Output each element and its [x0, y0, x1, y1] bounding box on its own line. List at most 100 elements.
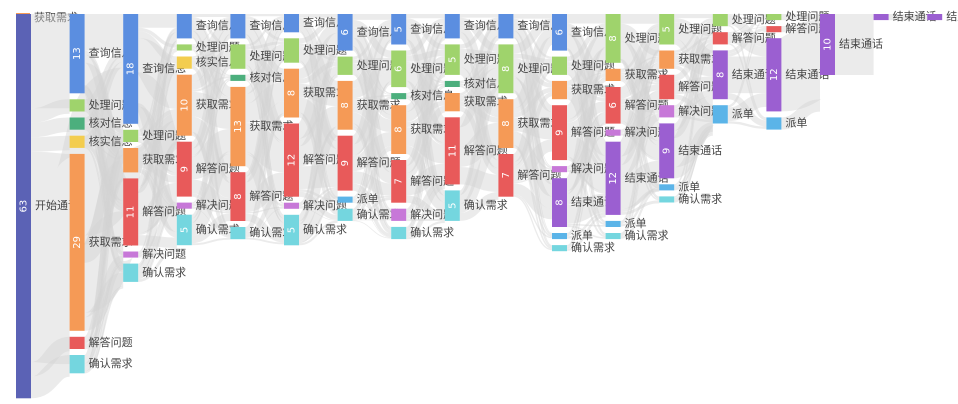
node-label-c14-1: 解答问题: [785, 21, 829, 35]
node-c5-1[interactable]: [284, 38, 299, 63]
node-c6-1[interactable]: [337, 56, 353, 75]
node-c14-0[interactable]: [766, 14, 782, 21]
link-c13-1-to-c14-1: [727, 26, 767, 34]
node-c4-4[interactable]: [230, 172, 246, 221]
node-c10-0[interactable]: [552, 14, 567, 51]
node-c5-4[interactable]: [284, 202, 299, 209]
node-c16-0[interactable]: [873, 14, 889, 21]
node-c1-5[interactable]: [69, 336, 85, 349]
node-c10-6[interactable]: [552, 233, 567, 240]
node-c4-5[interactable]: [230, 227, 246, 240]
node-c8-4[interactable]: [444, 117, 460, 185]
node-c14-3[interactable]: [766, 117, 782, 130]
node-c11-6[interactable]: [605, 233, 621, 240]
node-c3-6[interactable]: [176, 214, 192, 246]
node-c12-4[interactable]: [659, 123, 675, 179]
node-c9-1[interactable]: [498, 44, 514, 94]
node-c11-4[interactable]: [605, 141, 621, 215]
node-c17-0[interactable]: [927, 14, 943, 21]
node-c12-5[interactable]: [659, 184, 675, 191]
node-c10-2[interactable]: [552, 80, 567, 100]
node-c1-3[interactable]: [69, 135, 85, 148]
node-c12-1[interactable]: [659, 50, 675, 69]
node-c4-3[interactable]: [230, 86, 246, 167]
node-c2-4[interactable]: [123, 251, 139, 258]
node-c14-2[interactable]: [766, 38, 782, 112]
node-c10-1[interactable]: [552, 56, 567, 75]
link-c4-0-to-c5-3: [243, 25, 286, 133]
node-c4-2[interactable]: [230, 74, 246, 81]
node-c8-1[interactable]: [444, 44, 460, 75]
node-c11-5[interactable]: [605, 220, 621, 227]
node-c7-4[interactable]: [391, 160, 407, 203]
node-label-c3-0: 查询信息: [196, 18, 240, 32]
node-c7-6[interactable]: [391, 226, 407, 240]
node-c2-3[interactable]: [123, 178, 139, 246]
node-c8-2[interactable]: [444, 80, 460, 87]
node-c12-6[interactable]: [659, 196, 675, 203]
node-c7-2[interactable]: [391, 93, 407, 100]
node-c3-0[interactable]: [176, 14, 192, 39]
node-c2-0[interactable]: [123, 14, 139, 124]
node-c1-6[interactable]: [69, 355, 85, 374]
node-c2-5[interactable]: [123, 263, 139, 282]
node-c2-1[interactable]: [123, 129, 139, 142]
node-c1-0[interactable]: [69, 14, 85, 94]
node-c5-5[interactable]: [284, 214, 299, 246]
legend-label-0[interactable]: 获取需求: [34, 11, 78, 24]
node-label-c8-2: 核对信息: [464, 76, 508, 90]
node-c10-3[interactable]: [552, 105, 567, 161]
node-c0-0[interactable]: [16, 14, 31, 399]
node-c7-3[interactable]: [391, 105, 407, 154]
node-c5-3[interactable]: [284, 123, 299, 197]
node-c5-0[interactable]: [284, 14, 299, 33]
link-c0-0-to-c1-6: [29, 354, 72, 399]
node-c7-5[interactable]: [391, 208, 407, 221]
node-c14-1[interactable]: [766, 26, 782, 33]
node-c3-5[interactable]: [176, 202, 192, 209]
node-c4-1[interactable]: [230, 44, 246, 69]
node-c11-2[interactable]: [605, 87, 621, 124]
node-c6-4[interactable]: [337, 196, 353, 203]
node-c1-2[interactable]: [69, 117, 85, 130]
node-c11-1[interactable]: [605, 68, 621, 81]
node-c3-3[interactable]: [176, 74, 192, 136]
node-c9-3[interactable]: [498, 154, 514, 197]
node-c6-3[interactable]: [337, 135, 353, 191]
node-c1-4[interactable]: [69, 153, 85, 331]
node-c9-2[interactable]: [498, 99, 514, 148]
node-c8-5[interactable]: [444, 190, 460, 221]
link-c12-3-to-c13-0: [673, 23, 714, 107]
node-c3-4[interactable]: [176, 141, 192, 197]
node-c12-0[interactable]: [659, 14, 675, 45]
node-c6-0[interactable]: [337, 14, 353, 51]
node-c11-0[interactable]: [605, 14, 621, 63]
node-c10-5[interactable]: [552, 178, 567, 227]
node-c7-0[interactable]: [391, 14, 407, 45]
link-c7-3-to-c8-5: [405, 145, 446, 212]
node-c4-0[interactable]: [230, 14, 246, 39]
node-c10-4[interactable]: [552, 166, 567, 173]
node-c13-2[interactable]: [712, 50, 728, 100]
node-c8-0[interactable]: [444, 14, 460, 39]
node-c9-0[interactable]: [498, 14, 514, 39]
node-c10-7[interactable]: [552, 245, 567, 252]
node-c8-3[interactable]: [444, 93, 460, 112]
node-c3-1[interactable]: [176, 44, 192, 51]
node-c1-1[interactable]: [69, 99, 85, 112]
node-c15-0[interactable]: [820, 14, 835, 75]
node-c13-3[interactable]: [712, 105, 728, 124]
node-c3-2[interactable]: [176, 56, 192, 69]
link-c1-2-to-c2-1: [84, 123, 124, 136]
node-c12-3[interactable]: [659, 105, 675, 118]
node-c11-3[interactable]: [605, 129, 621, 136]
node-c13-1[interactable]: [712, 32, 728, 45]
node-c6-5[interactable]: [337, 208, 353, 221]
node-c5-2[interactable]: [284, 68, 299, 118]
link-c5-0-to-c6-1: [298, 17, 338, 59]
node-c2-2[interactable]: [123, 148, 139, 173]
node-c13-0[interactable]: [712, 14, 728, 27]
node-c7-1[interactable]: [391, 50, 407, 88]
node-c6-2[interactable]: [337, 80, 353, 130]
node-c12-2[interactable]: [659, 74, 675, 100]
